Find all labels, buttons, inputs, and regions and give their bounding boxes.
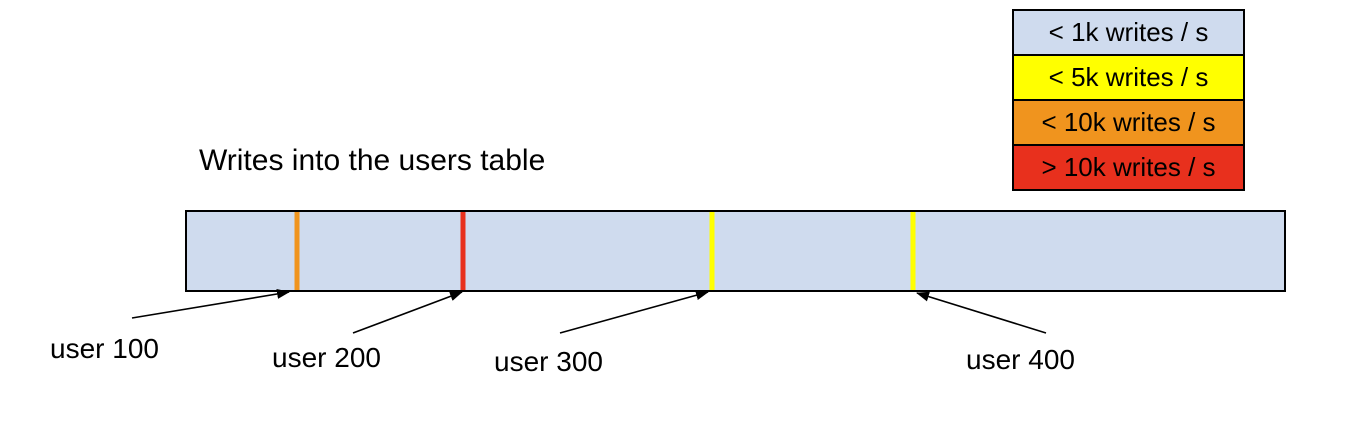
- legend-item-lt-10k: < 10k writes / s: [1012, 99, 1245, 146]
- legend-item-gt-10k: > 10k writes / s: [1012, 144, 1245, 191]
- user-label-300: user 300: [494, 346, 603, 377]
- arrow-user-100: [131, 289, 290, 319]
- legend-item-lt-5k: < 5k writes / s: [1012, 54, 1245, 101]
- arrow-user-300: [559, 290, 709, 334]
- legend-item-label: < 10k writes / s: [1041, 107, 1216, 137]
- write-rate-marker-user-400: [910, 212, 916, 290]
- user-label-200: user 200: [272, 342, 381, 373]
- diagram-title: Writes into the users table: [199, 144, 546, 177]
- user-label-100: user 100: [50, 333, 159, 364]
- write-rate-marker-user-100: [294, 212, 300, 290]
- arrow-user-400: [916, 291, 1047, 334]
- users-table-bar: [185, 210, 1286, 292]
- legend-item-label: < 1k writes / s: [1048, 17, 1209, 47]
- arrow-user-200: [352, 291, 463, 334]
- legend-item-label: < 5k writes / s: [1048, 62, 1209, 92]
- write-rate-marker-user-200: [460, 212, 466, 290]
- legend-item-label: > 10k writes / s: [1041, 152, 1216, 182]
- write-rate-marker-user-300: [709, 212, 715, 290]
- legend: < 1k writes / s < 5k writes / s < 10k wr…: [1012, 9, 1245, 191]
- user-label-400: user 400: [966, 344, 1075, 375]
- legend-item-lt-1k: < 1k writes / s: [1012, 9, 1245, 56]
